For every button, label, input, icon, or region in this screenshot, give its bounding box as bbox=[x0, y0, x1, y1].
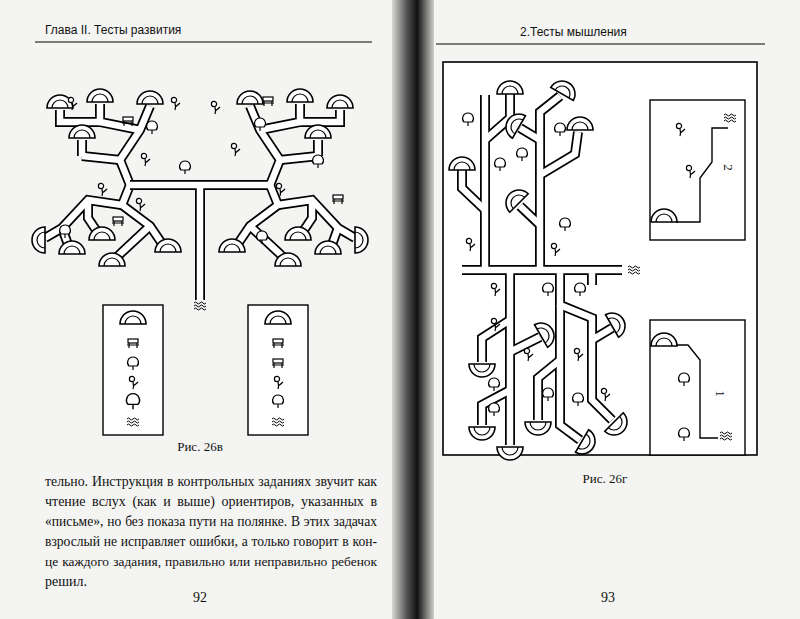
figure-caption: Рис. 26г bbox=[540, 472, 670, 487]
panel-number: 1 bbox=[713, 383, 728, 403]
body-text-line: це каждого задания, правильно или неправ… bbox=[45, 554, 377, 569]
running-header: Глава II. Тесты развития bbox=[45, 24, 285, 38]
page-number: 92 bbox=[170, 590, 230, 606]
body-text-line: «письме», но без показа пути на полянке.… bbox=[45, 514, 377, 530]
body-text-line: тельно. Инструкция в контрольных задания… bbox=[45, 474, 377, 490]
body-text-line: чтение вслух (как и выше) ориентиров, ук… bbox=[45, 494, 377, 510]
body-text-line: взрослый не исправляет ошибки, а только … bbox=[45, 534, 377, 550]
figure-caption: Рис. 26в bbox=[130, 440, 270, 455]
body-text-line: решил. bbox=[45, 574, 377, 590]
running-header: 2.Тесты мышления bbox=[520, 26, 720, 40]
page-number: 93 bbox=[578, 590, 638, 606]
panel-number: 2 bbox=[721, 157, 736, 177]
